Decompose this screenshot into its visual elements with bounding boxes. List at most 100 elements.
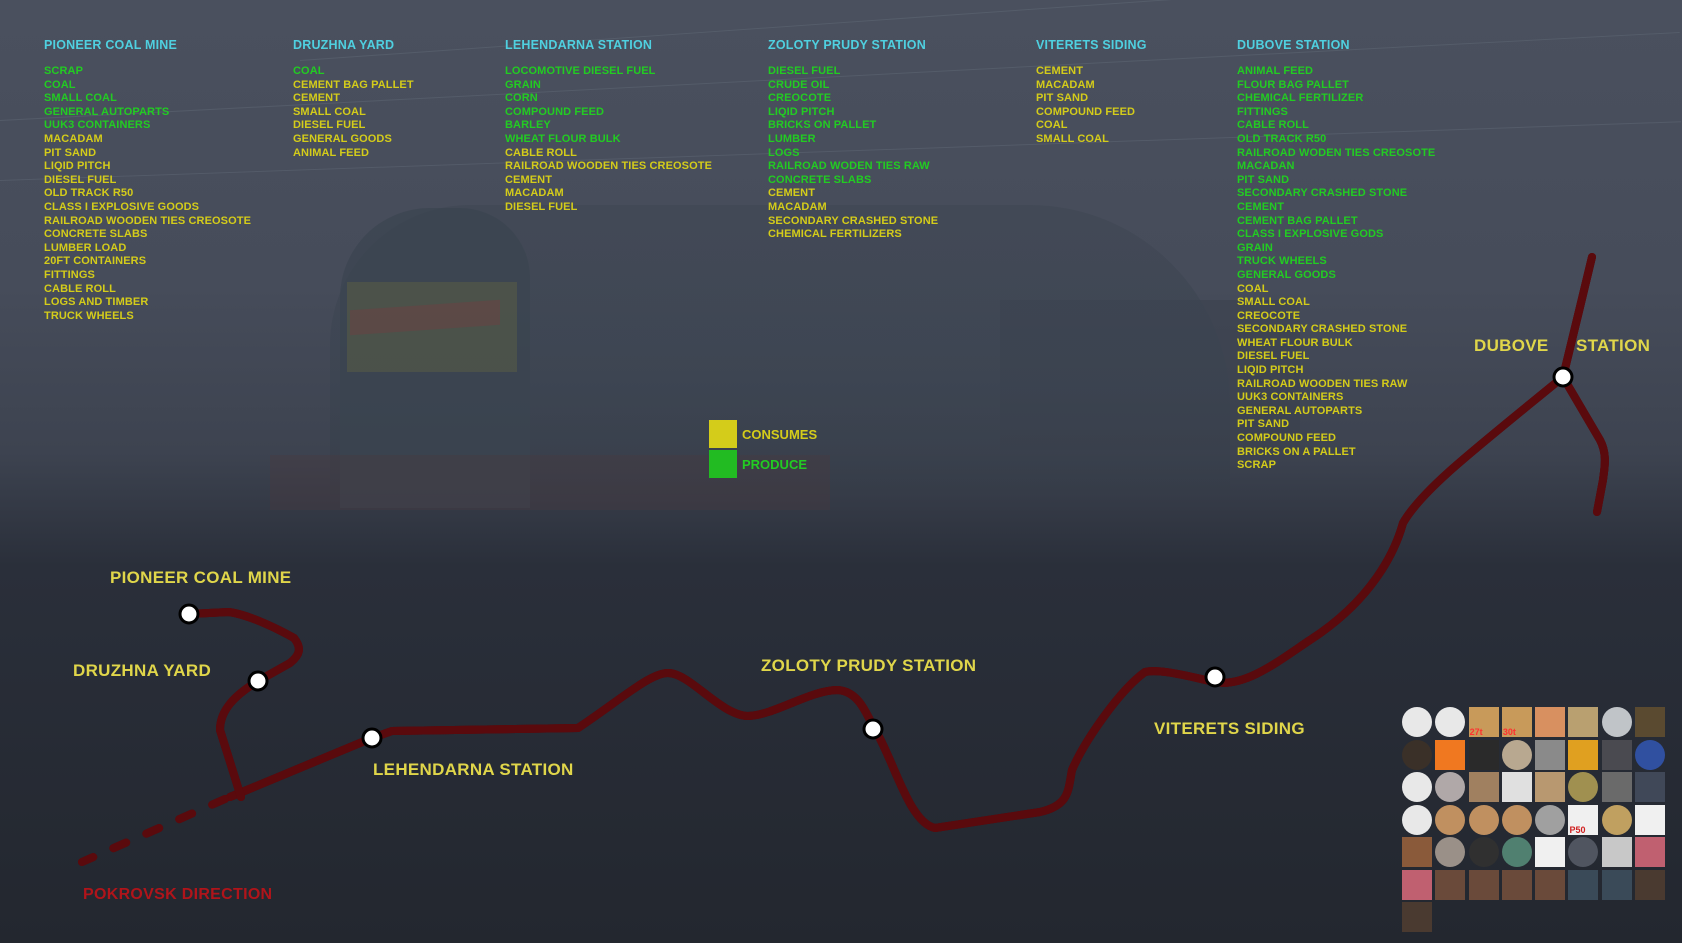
bricks-pallet-3-icon [1468,869,1499,900]
consume-cargo-item: RAILROAD WOODEN TIES RAW [1237,377,1408,390]
bricks-pallet-5-icon [1535,869,1566,900]
produce-cargo-item: CREOCOTE [768,92,832,105]
produce-cargo-item: COAL [44,78,76,91]
produce-cargo-item: OLD TRACK R50 [1237,132,1327,145]
consume-cargo-item: CHEMICAL FERTILIZERS [768,228,902,241]
consume-cargo-item: CEMENT [768,187,816,200]
consume-cargo-item: SECONDARY CRASHED STONE [1237,323,1408,336]
consume-cargo-item: MACADAM [768,200,827,213]
consume-cargo-item: COMPOUND FEED [1036,105,1136,118]
station-node-viterets[interactable] [1204,666,1226,688]
station-nodes [178,366,1574,749]
legend-produce: PRODUCE [709,449,817,479]
produce-cargo-item: COMPOUND FEED [505,105,605,118]
consume-cargo-item: TRUCK WHEELS [44,309,134,322]
station-header: DRUZHNA YARD [293,38,395,52]
produce-cargo-item: BARLEY [505,119,551,132]
rail-icon [1535,739,1566,770]
explosive-icon [1435,739,1466,770]
animal-feed-icon [1402,739,1432,770]
station-header: DUBOVE STATION [1237,38,1350,52]
station-header: PIONEER COAL MINE [44,38,178,52]
consume-cargo-item: UUK3 CONTAINERS [1237,391,1344,404]
produce-cargo-item: PIT SAND [1237,173,1290,186]
station-node-lehendarna[interactable] [361,727,383,749]
bricks-pallet-4-icon [1501,869,1532,900]
produce-cargo-item: LIQID PITCH [768,105,835,118]
scrap-icon [1435,837,1466,867]
consume-cargo-item: DIESEL FUEL [44,173,117,186]
station-node-pioneer[interactable] [178,603,200,625]
produce-cargo-item: ANIMAL FEED [1237,65,1314,77]
logs-27t-icon: 27t [1468,707,1499,737]
consume-cargo-item: SCRAP [1237,459,1277,472]
consume-cargo-item: SECONDARY CRASHED STONE [768,214,939,227]
map-label-dubove: DUBOVE [1474,336,1549,355]
track-main [226,253,1596,832]
consume-cargo-item: ANIMAL FEED [293,146,370,159]
produce-cargo-item: CRUDE OIL [768,78,830,91]
consume-cargo-item: SMALL COAL [1237,296,1310,309]
produce-cargo-item: CHEMICAL FERTILIZER [1237,92,1364,105]
20ft-container-icon [1601,837,1632,867]
station-node-zoloty[interactable] [862,718,884,740]
compound-feed-icon [1568,772,1599,802]
consume-cargo-item: OLD TRACK R50 [44,187,134,200]
consume-cargo-item: DIESEL FUEL [293,119,366,132]
consume-cargo-item: WHEAT FLOUR BULK [1237,336,1353,349]
truck-wheels-icon [1601,772,1632,802]
chemical-fertilizer-icon [1635,739,1666,770]
station-header: VITERETS SIDING [1036,38,1147,52]
produce-cargo-item: GRAIN [505,78,541,91]
general-goods-icon [1635,837,1666,867]
produce-cargo-item: SCRAP [44,65,84,77]
wagon-2-icon [1402,902,1432,932]
produce-cargo-item: COAL [293,65,325,77]
consume-cargo-item: GENERAL GOODS [293,132,392,145]
map-label-druzhna: DRUZHNA YARD [73,661,212,680]
produce-cargo-item: SMALL COAL [44,92,117,105]
consume-cargo-item: LIQID PITCH [44,160,111,173]
bricks-pallet-2-icon [1435,869,1466,900]
consume-cargo-item: CABLE ROLL [505,146,577,159]
unload-icon [1435,707,1466,737]
produce-cargo-item: FLOUR BAG PALLET [1237,78,1349,91]
produce-cargo-item: LOCOMOTIVE DIESEL FUEL [505,65,656,77]
produce-cargo-item: DIESEL FUEL [768,65,841,77]
produce-label: PRODUCE [742,456,808,472]
station-header: LEHENDARNA STATION [505,38,653,52]
map-label-pioneer: PIONEER COAL MINE [110,568,292,587]
cement-bag-pallet-icon [1635,707,1666,737]
consume-cargo-item: GENERAL AUTOPARTS [1237,404,1363,417]
produce-cargo-item: WHEAT FLOUR BULK [505,132,621,145]
consume-cargo-item: CEMENT [293,92,341,105]
general-goods-2-icon [1402,869,1432,900]
consume-cargo-item: MACADAM [44,132,103,145]
station-header: ZOLOTY PRUDY STATION [768,38,926,52]
produce-cargo-item: UUK3 CONTAINERS [44,119,151,132]
track-pokrovsk-dashed [78,795,229,866]
station-node-dubove[interactable] [1552,366,1574,388]
station-node-druzhna[interactable] [247,670,269,692]
consume-cargo-item: LOGS AND TIMBER [44,296,149,309]
unload-disabled-icon [1402,707,1432,737]
consume-cargo-item: MACADAM [505,187,564,200]
bricks-pallet-icon [1468,772,1499,802]
consume-cargo-item: PIT SAND [1237,418,1290,431]
old-track-r50-icon: P50 [1568,804,1599,835]
produce-cargo-item: CEMENT [1237,200,1285,213]
produce-cargo-item: CLASS I EXPLOSIVE GODS [1237,228,1384,241]
cement-icon [1601,707,1632,737]
produce-cargo-item: GRAIN [1237,241,1273,254]
produce-cargo-item: CABLE ROLL [1237,119,1309,132]
produce-cargo-item: CONCRETE SLABS [768,173,872,186]
consume-cargo-item: COAL [1036,119,1068,132]
consume-cargo-item: DIESEL FUEL [1237,350,1310,363]
track-branch-dubove-south [1559,373,1605,516]
consume-cargo-item: CEMENT BAG PALLET [293,78,414,91]
